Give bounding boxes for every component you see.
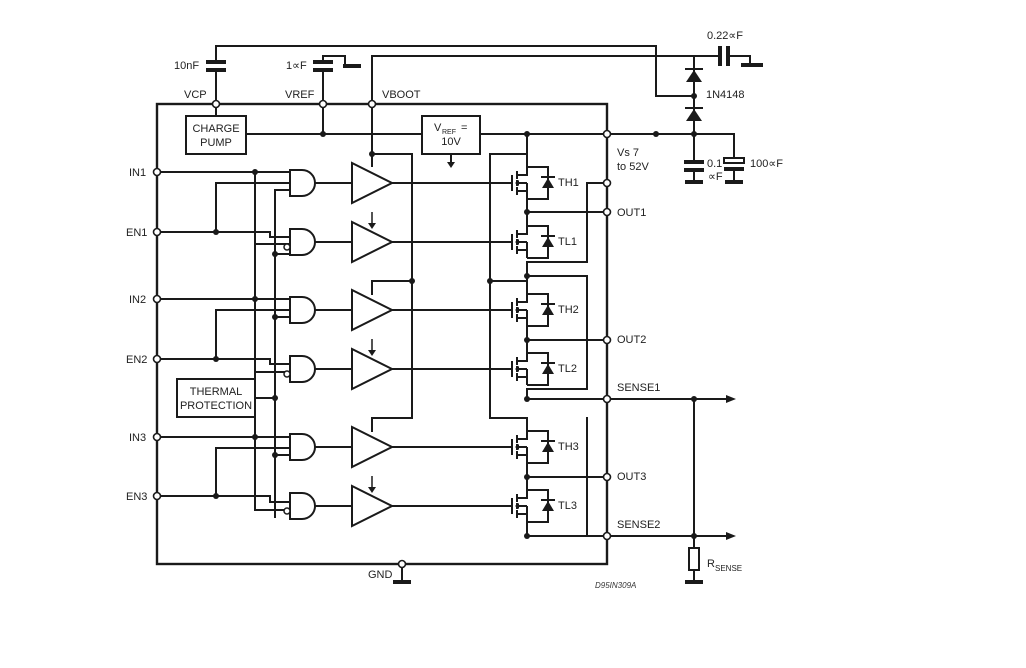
label-cap-boot: 0.22∝F xyxy=(707,30,743,42)
label-cap-small: 0.1 xyxy=(707,158,722,170)
power-mosfet xyxy=(511,293,555,327)
label-out1: OUT1 xyxy=(617,207,646,219)
label-sense1: SENSE1 xyxy=(617,382,660,394)
label-in3: IN3 xyxy=(129,432,146,444)
vref-box-sub: REF xyxy=(442,129,456,136)
label-sense2: SENSE2 xyxy=(617,519,660,531)
and-gate xyxy=(283,228,352,256)
vref-box-main: V xyxy=(434,122,442,134)
vref-box-value: 10V xyxy=(441,136,461,148)
label-vboot: VBOOT xyxy=(382,89,421,101)
labels: 10nF 1∝F 0.22∝F 1N4148 0.1 ∝F 100∝F VCP … xyxy=(126,30,783,590)
power-mosfets xyxy=(511,166,555,523)
charge-pump-line1: CHARGE xyxy=(192,123,239,135)
charge-pump-line2: PUMP xyxy=(200,137,232,149)
and-gate xyxy=(289,433,352,461)
gate-drivers xyxy=(351,161,395,528)
and-gate xyxy=(289,296,352,324)
and-gate xyxy=(283,492,352,520)
label-in2: IN2 xyxy=(129,294,146,306)
label-tl1: TL1 xyxy=(558,236,577,248)
driver-buffer xyxy=(351,476,395,528)
driver-buffer xyxy=(351,288,395,332)
logic-inputs xyxy=(156,169,291,518)
power-mosfet xyxy=(511,489,555,523)
charge-pump-block: CHARGE PUMP xyxy=(185,115,247,155)
label-en2: EN2 xyxy=(126,354,147,366)
label-cap-small-unit: ∝F xyxy=(708,171,723,183)
driver-buffer xyxy=(351,212,395,264)
power-mosfet xyxy=(511,166,555,200)
label-cap-bulk: 100∝F xyxy=(750,158,783,170)
thermal-line2: PROTECTION xyxy=(180,400,252,412)
external-sense-network xyxy=(393,395,736,584)
power-stage-wiring xyxy=(391,133,608,539)
ic-outline xyxy=(155,102,609,566)
label-vs-line2: to 52V xyxy=(617,161,649,173)
label-en3: EN3 xyxy=(126,491,147,503)
vref-regulator-block: V REF = 10V xyxy=(421,115,481,155)
pins xyxy=(152,99,612,569)
and-gate xyxy=(289,169,352,197)
label-vcp: VCP xyxy=(184,89,207,101)
label-in1: IN1 xyxy=(129,167,146,179)
power-mosfet xyxy=(511,225,555,259)
power-mosfet xyxy=(511,352,555,386)
label-vref: VREF xyxy=(285,89,315,101)
label-gnd: GND xyxy=(368,569,393,581)
external-top-network xyxy=(206,45,763,184)
label-th1: TH1 xyxy=(558,177,579,189)
driver-buffer xyxy=(351,161,395,205)
label-th3: TH3 xyxy=(558,441,579,453)
label-tl3: TL3 xyxy=(558,500,577,512)
label-diode: 1N4148 xyxy=(706,89,745,101)
label-th2: TH2 xyxy=(558,304,579,316)
driver-buffer xyxy=(351,339,395,391)
vref-box-eq: = xyxy=(461,122,467,134)
label-vs-line1: Vs 7 xyxy=(617,147,639,159)
label-tl2: TL2 xyxy=(558,363,577,375)
figure-code: D95IN309A xyxy=(595,581,636,590)
and-gates xyxy=(283,169,352,520)
label-out2: OUT2 xyxy=(617,334,646,346)
power-mosfet xyxy=(511,430,555,464)
label-cap-vref: 1∝F xyxy=(286,60,307,72)
supply-rail xyxy=(215,103,608,432)
label-en1: EN1 xyxy=(126,227,147,239)
label-rsense-sub: SENSE xyxy=(715,564,742,573)
label-out3: OUT3 xyxy=(617,471,646,483)
driver-buffer xyxy=(351,425,395,469)
and-gate xyxy=(283,355,352,383)
label-rsense-main: R xyxy=(707,558,715,570)
thermal-protection-block: THERMAL PROTECTION xyxy=(176,378,256,418)
thermal-line1: THERMAL xyxy=(190,386,243,398)
label-cap-vcp: 10nF xyxy=(174,60,199,72)
